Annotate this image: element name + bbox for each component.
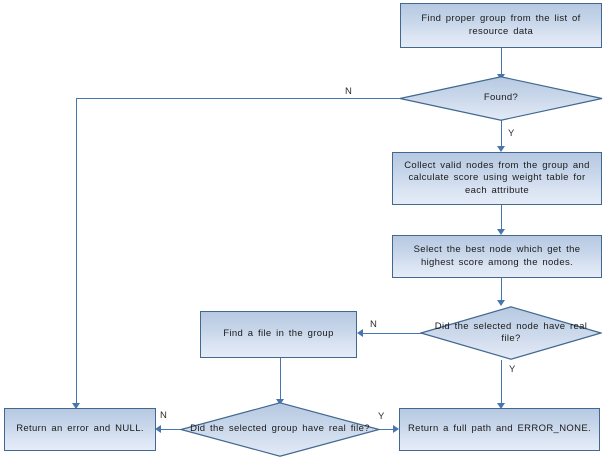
node-select-best-node[interactable]: Select the best node which get the highe… bbox=[392, 235, 602, 278]
arrowhead-find-file-right bbox=[357, 328, 363, 337]
arrowhead-node-decision-top bbox=[496, 300, 505, 306]
arrowhead-return-path-left bbox=[393, 424, 399, 433]
connector-node-yes-vertical bbox=[501, 360, 503, 406]
node-return-error-null[interactable]: Return an error and NULL. bbox=[4, 408, 156, 451]
arrowhead-return-error-right bbox=[155, 424, 161, 433]
arrowhead-select-best-top bbox=[496, 229, 505, 235]
connector-collect-to-select bbox=[501, 205, 503, 231]
connector-found-yes-vertical bbox=[501, 120, 503, 148]
node-group-real-file-decision[interactable]: Did the selected group have real file? bbox=[180, 402, 380, 457]
node-find-group-label: Find proper group from the list of resou… bbox=[421, 13, 581, 37]
node-collect-nodes-label: Collect valid nodes from the group and c… bbox=[404, 159, 590, 196]
arrowhead-return-error-top bbox=[71, 403, 80, 409]
arrowhead-collect-nodes-top bbox=[496, 146, 505, 152]
diamond-shape-icon bbox=[399, 76, 603, 121]
arrowhead-return-path-top bbox=[496, 403, 505, 409]
node-node-real-file-decision-label: Did the selected node have real file? bbox=[434, 320, 588, 345]
arrowhead-group-decision-top bbox=[275, 399, 284, 405]
connector-find-file-to-group-decision bbox=[280, 358, 282, 402]
connector-node-no-horizontal bbox=[362, 333, 429, 335]
connector-select-to-node-decision bbox=[501, 278, 503, 302]
edge-label-node-real-file-yes: Y bbox=[509, 364, 516, 375]
connector-found-no-vertical bbox=[76, 98, 78, 408]
node-find-file-in-group-label: Find a file in the group bbox=[223, 328, 334, 340]
node-return-full-path[interactable]: Return a full path and ERROR_NONE. bbox=[399, 408, 600, 451]
diamond-shape-icon bbox=[420, 306, 602, 360]
node-return-full-path-label: Return a full path and ERROR_NONE. bbox=[407, 423, 592, 435]
node-node-real-file-decision[interactable]: Did the selected node have real file? bbox=[420, 306, 602, 360]
node-collect-nodes[interactable]: Collect valid nodes from the group and c… bbox=[392, 152, 602, 205]
node-group-real-file-decision-label: Did the selected group have real file? bbox=[190, 423, 370, 435]
connector-found-no-horizontal bbox=[76, 98, 401, 100]
node-select-best-node-label: Select the best node which get the highe… bbox=[413, 244, 581, 268]
edge-label-group-real-file-yes: Y bbox=[378, 411, 385, 422]
edge-label-node-real-file-no: N bbox=[370, 319, 377, 330]
connector-find-group-to-found bbox=[501, 48, 503, 76]
node-return-error-null-label: Return an error and NULL. bbox=[16, 423, 144, 435]
edge-label-found-no: N bbox=[345, 86, 352, 97]
edge-label-group-real-file-no: N bbox=[160, 410, 167, 421]
edge-label-found-yes: Y bbox=[508, 128, 515, 139]
node-found-decision-label: Found? bbox=[483, 92, 519, 104]
node-find-group[interactable]: Find proper group from the list of resou… bbox=[400, 3, 602, 48]
node-found-decision[interactable]: Found? bbox=[399, 76, 603, 121]
node-find-file-in-group[interactable]: Find a file in the group bbox=[200, 311, 357, 358]
diamond-shape-icon bbox=[180, 402, 380, 457]
